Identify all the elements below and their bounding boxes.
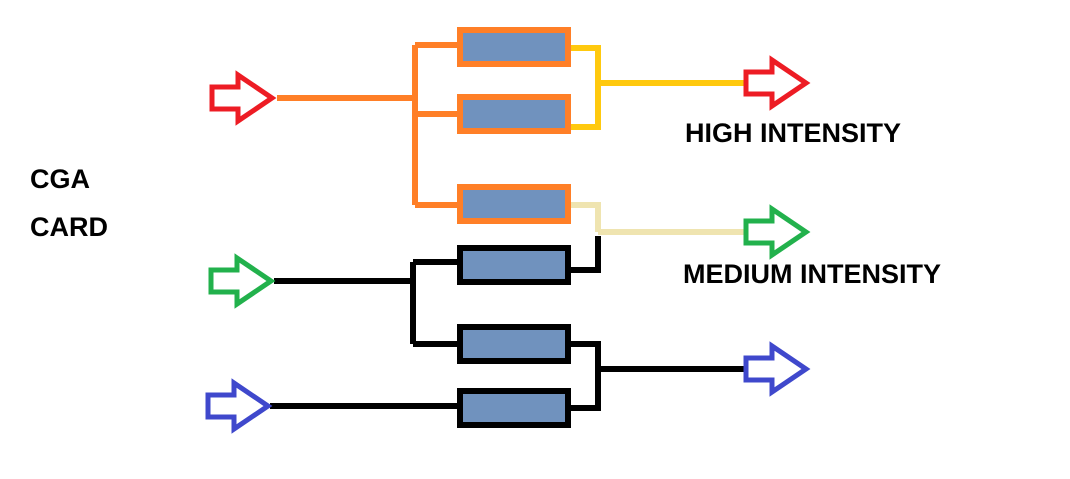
input-arrows xyxy=(205,70,277,434)
green-arrow-icon xyxy=(743,204,811,260)
resistor xyxy=(457,94,571,134)
red-arrow-icon xyxy=(209,70,277,126)
orange-wire-network xyxy=(277,42,460,208)
beige-wire-network xyxy=(568,202,748,235)
red-arrow-icon xyxy=(743,55,811,111)
medium-intensity-label: MEDIUM INTENSITY xyxy=(683,259,941,289)
resistor xyxy=(457,324,571,364)
black-medium-link xyxy=(568,236,601,273)
green-arrow-icon xyxy=(208,253,276,309)
resistor xyxy=(457,184,571,224)
black-wire-network xyxy=(270,236,748,411)
black-combine-wire xyxy=(568,341,601,411)
beige-combine-wire xyxy=(568,202,601,232)
blue-arrow-icon xyxy=(743,341,811,397)
resistors xyxy=(457,27,571,428)
yellow-combine-wire xyxy=(568,45,601,130)
blue-arrow-icon xyxy=(205,378,273,434)
resistor xyxy=(457,388,571,428)
yellow-wire-network xyxy=(568,45,748,130)
card-label-line2: CARD xyxy=(30,212,108,242)
resistor xyxy=(457,27,571,67)
high-intensity-label: HIGH INTENSITY xyxy=(685,118,901,148)
card-label-line1: CGA xyxy=(30,164,90,194)
resistor xyxy=(457,245,571,285)
output-arrows xyxy=(743,55,811,397)
